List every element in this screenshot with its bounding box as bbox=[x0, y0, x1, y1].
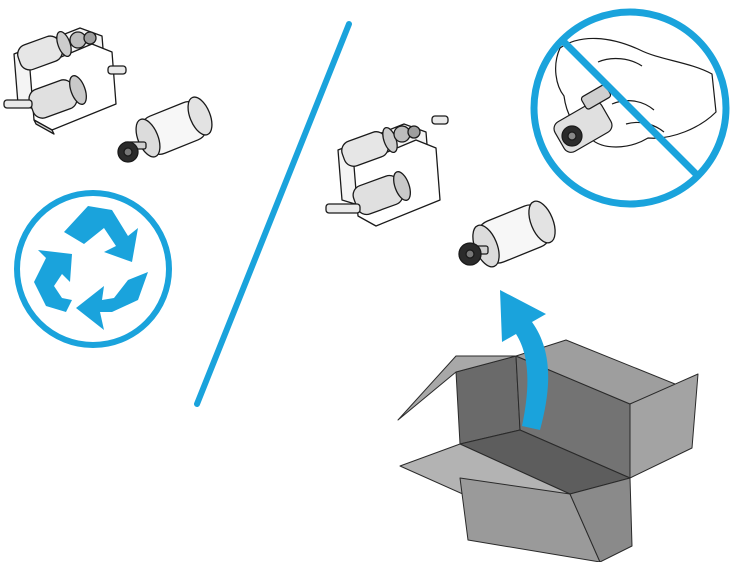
divider-line bbox=[197, 24, 349, 404]
recycle-icon bbox=[17, 193, 169, 345]
no-touch-warning bbox=[531, 9, 729, 207]
new-roller-assembly bbox=[326, 116, 448, 226]
old-roller-assembly bbox=[4, 28, 126, 134]
new-separation-roller bbox=[459, 197, 560, 270]
old-separation-roller bbox=[118, 94, 217, 162]
